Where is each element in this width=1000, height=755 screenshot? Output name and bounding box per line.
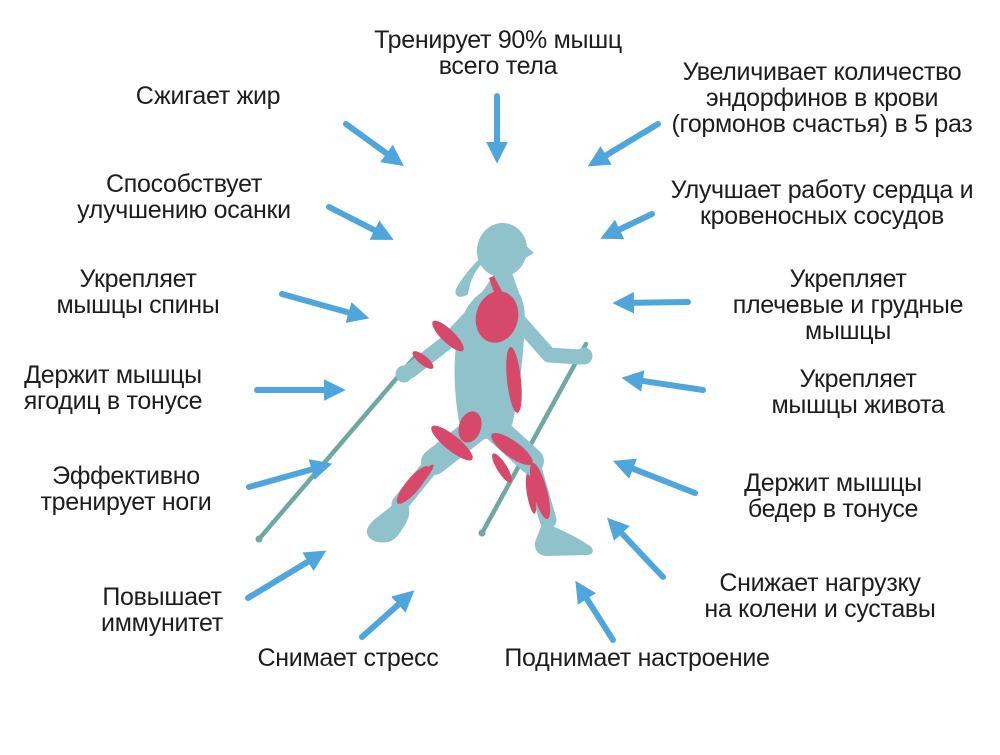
arrow-relieves-stress	[359, 590, 415, 640]
label-strengthens-back: Укрепляет мышцы спины	[56, 265, 220, 319]
label-trains-legs: Эффективно тренирует ноги	[40, 462, 212, 516]
label-strengthens-abs: Укрепляет мышцы живота	[771, 365, 945, 419]
arrows	[245, 93, 706, 643]
muscle-quad	[491, 432, 533, 466]
front-pole	[479, 341, 589, 536]
label-burns-fat: Сжигает жир	[135, 82, 281, 110]
nose	[522, 243, 534, 260]
arrow-strengthens-shoulders	[612, 292, 691, 314]
muscle-front-calf	[529, 462, 551, 520]
muscle-shoulder-chest	[475, 291, 519, 343]
label-relieves-stress: Снимает стресс	[257, 644, 439, 672]
nordic-walker-figure	[255, 223, 593, 556]
arrow-trains-legs	[246, 459, 333, 490]
front-pole-tip	[478, 529, 486, 537]
label-strengthens-shoulders: Укрепляет плечевые и грудные мышцы	[732, 265, 964, 345]
front-foot	[534, 524, 593, 556]
back-hand	[395, 365, 413, 383]
label-trains-90-muscles: Тренирует 90% мышц всего тела	[374, 26, 622, 80]
label-tones-thighs: Держит мышцы бедер в тонусе	[744, 469, 922, 523]
front-arm	[501, 302, 588, 365]
muscle-tricep	[432, 320, 464, 352]
arrow-burns-fat	[343, 121, 404, 167]
muscle-glute	[458, 411, 482, 443]
arrow-strengthens-abs	[621, 370, 706, 393]
arrow-improves-posture	[326, 204, 394, 240]
arrow-increases-endorphins	[587, 121, 661, 167]
arrow-boosts-immunity	[245, 550, 327, 601]
label-tones-glutes: Держит мышцы ягодиц в тонусе	[23, 361, 203, 415]
arrow-lifts-mood	[575, 580, 616, 643]
arrow-strengthens-back	[279, 291, 370, 323]
head	[476, 223, 528, 277]
muscle-front-shin	[525, 474, 537, 514]
ponytail	[455, 256, 486, 297]
label-improves-heart: Улучшает работу сердца и кровеносных сос…	[670, 176, 974, 230]
label-improves-posture: Способствует улучшению осанки	[77, 170, 291, 224]
back-pole-tip	[255, 535, 263, 543]
front-hand	[575, 347, 593, 365]
muscle-back-shin	[412, 464, 434, 490]
back-pole	[256, 355, 417, 542]
arrow-improves-heart	[600, 211, 655, 240]
back-foot	[366, 498, 410, 543]
label-increases-endorphins: Увеличивает количество эндорфинов в кров…	[671, 58, 973, 138]
arrow-tones-thighs	[612, 458, 698, 496]
label-reduces-knee-load: Снижает нагрузку на колени и суставы	[704, 569, 936, 623]
muscle-forearm	[412, 351, 434, 369]
muscle-hamstring	[431, 425, 473, 461]
muscle-inner-thigh	[492, 453, 512, 483]
label-boosts-immunity: Повышает иммунитет	[101, 583, 223, 637]
arrow-reduces-knee-load	[607, 517, 666, 580]
muscle-abs	[506, 347, 522, 413]
label-lifts-mood: Поднимает настроение	[504, 644, 770, 672]
